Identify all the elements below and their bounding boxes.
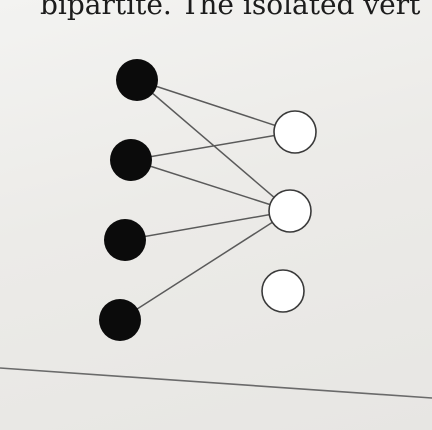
vertex-r1-open — [273, 110, 317, 154]
vertex-l4-filled — [99, 299, 141, 341]
edge-l2-r1 — [130, 131, 296, 161]
vertex-r3-open — [261, 269, 305, 313]
edges — [119, 79, 296, 321]
edge-l2-r2 — [130, 159, 291, 212]
edge-l3-r2 — [124, 210, 291, 241]
edge-l1-r1 — [136, 79, 296, 133]
vertex-r2-open — [268, 189, 312, 233]
vertices — [99, 59, 317, 341]
vertex-l3-filled — [104, 219, 146, 261]
caption-text: bipartite. The isolated vert — [40, 0, 421, 21]
edge-l4-r2 — [119, 210, 291, 321]
vertex-l2-filled — [110, 139, 152, 181]
horizontal-rule — [0, 367, 432, 399]
vertex-l1-filled — [116, 59, 158, 101]
